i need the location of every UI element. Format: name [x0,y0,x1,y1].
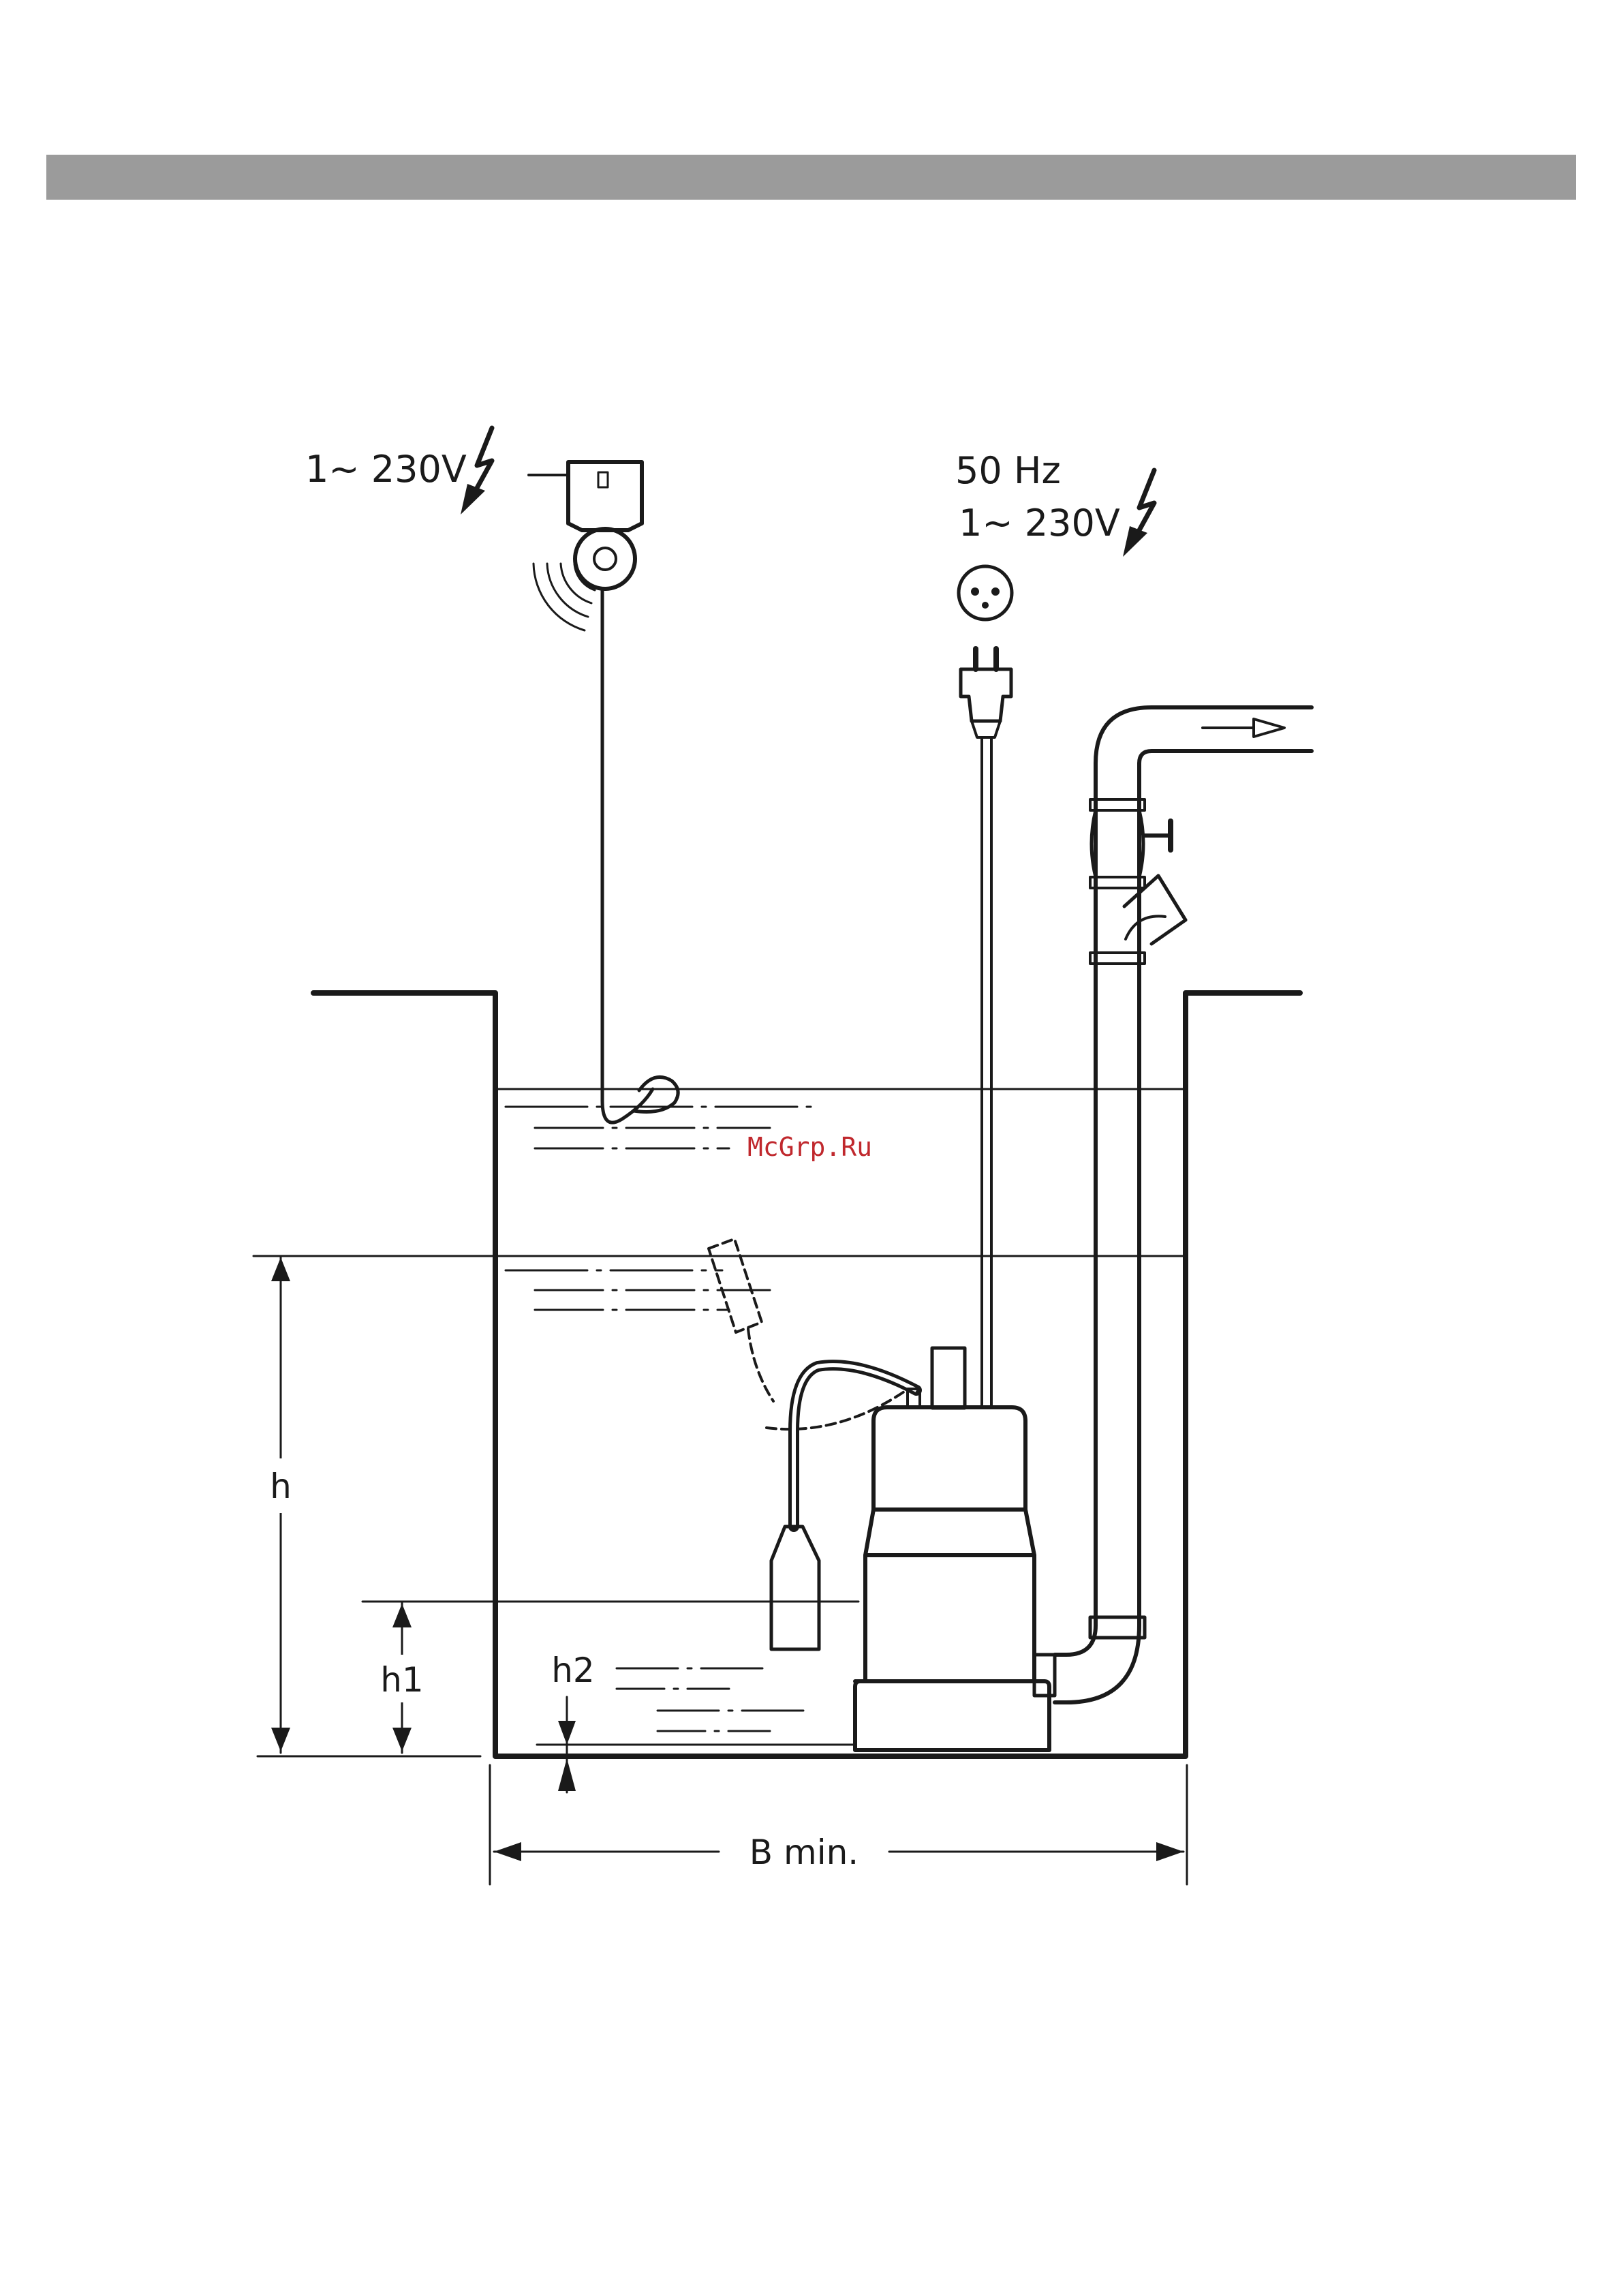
frequency-label: 50 Hz [955,449,1061,492]
right-voltage-label: 1~ 230V [959,502,1120,545]
water-levels [253,1089,1183,1745]
valve-handle-icon [1145,821,1171,850]
h2-label: h2 [551,1651,595,1690]
check-valve-icon [1124,876,1186,944]
h-label: h [270,1467,292,1506]
dimension-h2: h2 [551,1651,595,1792]
plug-icon [961,649,1011,737]
right-power-source: 50 Hz 1~ 230V [955,449,1154,1407]
socket-icon [959,566,1012,619]
submersible-pump [855,1348,1055,1750]
float-switch-raised [709,1239,906,1429]
dimension-h1: h1 [378,1603,426,1753]
dimension-h: h [258,1256,480,1756]
left-voltage-label: 1~ 230V [305,448,467,491]
left-power-source: 1~ 230V [305,428,678,1122]
flow-arrow-icon [1203,719,1284,737]
alarm-box-icon [568,462,642,589]
b-min-label: B min. [749,1833,859,1872]
lightning-bolt-icon [1123,470,1154,557]
sound-waves-icon [534,564,595,630]
h1-label: h1 [380,1660,424,1700]
dimension-b-min: B min. [490,1765,1187,1884]
watermark-text: McGrp.Ru [747,1132,872,1162]
